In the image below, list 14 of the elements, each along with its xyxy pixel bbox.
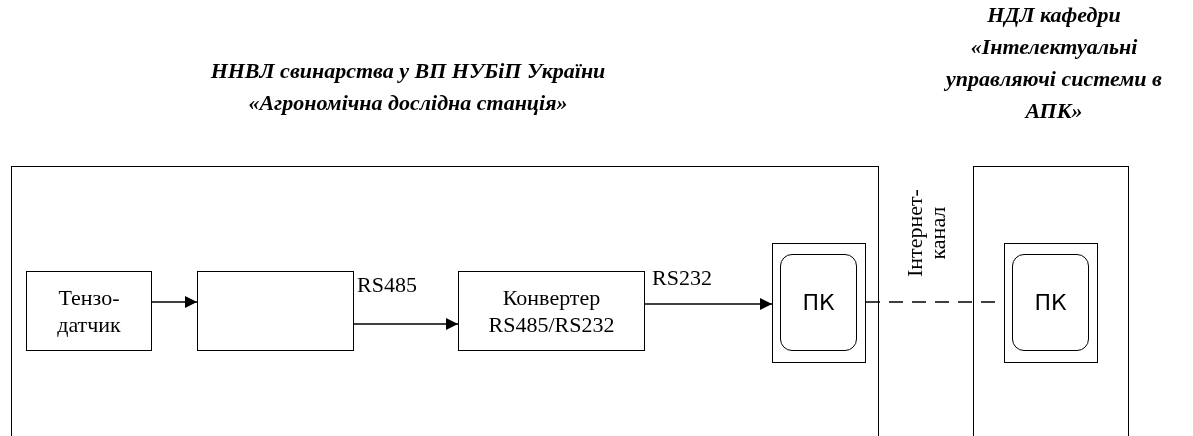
arrow [353, 318, 459, 330]
section-heading: ННВЛ свинарства у ВП НУБіП України «Агрономічна дослідна станція» [209, 57, 607, 117]
process-box [458, 271, 645, 351]
node-label: ПК [802, 290, 835, 315]
arrow [151, 296, 198, 308]
device-box [197, 271, 354, 351]
computer-box [1004, 243, 1098, 363]
node-label: Конвертер RS485/RS232 [487, 283, 616, 339]
computer-box [772, 243, 866, 363]
node-label: Тензо-датчик [56, 283, 122, 339]
section-heading: НДЛ кафедри «Інтелектуальні управляючі системи в АПК» [943, 1, 1163, 125]
arrow [644, 298, 773, 310]
node-label: ПК [1034, 290, 1067, 315]
process-box [26, 271, 152, 351]
